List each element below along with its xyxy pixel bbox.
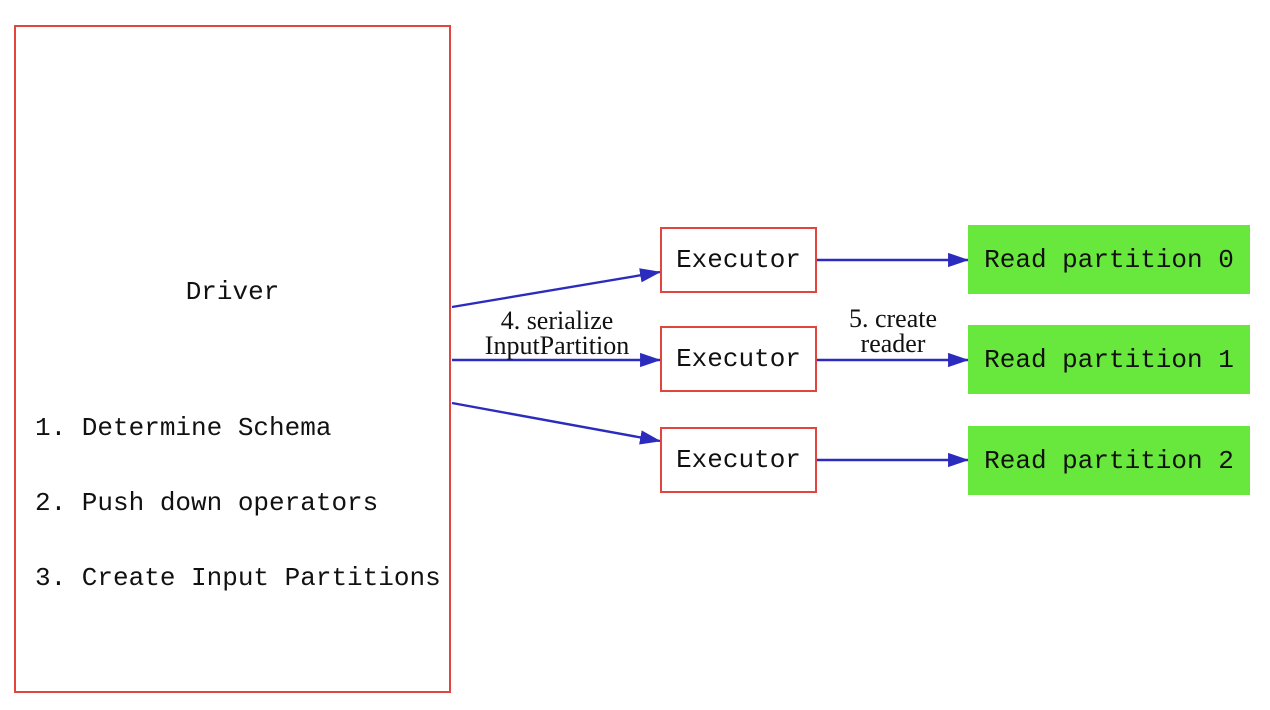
create-label-line1: 5. create: [848, 304, 938, 333]
serialize-label-line2: InputPartition: [484, 331, 630, 360]
partition-box-2: Read partition 2: [968, 426, 1250, 495]
partition-label-2: Read partition 2: [984, 445, 1234, 476]
driver-step-1: 1. Determine Schema: [35, 413, 332, 443]
executor-box-0: Executor: [660, 227, 817, 293]
partition-label-0: Read partition 0: [984, 244, 1234, 275]
driver-step-2: 2. Push down operators: [35, 488, 379, 518]
partition-box-0: Read partition 0: [968, 225, 1250, 294]
partition-label-1: Read partition 1: [984, 344, 1234, 375]
arrow-driver-to-executor-2: [451, 401, 662, 445]
executor-label-0: Executor: [676, 245, 801, 275]
executor-box-2: Executor: [660, 427, 817, 493]
serialize-inputpartition-label: 4. serialize InputPartition: [446, 306, 668, 360]
executor-box-1: Executor: [660, 326, 817, 392]
executor-label-2: Executor: [676, 445, 801, 475]
create-reader-label: 5. create reader: [803, 304, 983, 358]
driver-box: Driver 1. Determine Schema 2. Push down …: [14, 25, 451, 693]
driver-title: Driver: [185, 277, 280, 307]
driver-steps: 1. Determine Schema 2. Push down operato…: [35, 366, 441, 641]
executor-label-1: Executor: [676, 344, 801, 374]
arrow-driver-to-executor-0: [451, 268, 662, 309]
driver-step-3: 3. Create Input Partitions: [35, 563, 441, 593]
create-label-line2: reader: [860, 329, 926, 358]
serialize-label-line1: 4. serialize: [500, 306, 614, 335]
partition-box-1: Read partition 1: [968, 325, 1250, 394]
